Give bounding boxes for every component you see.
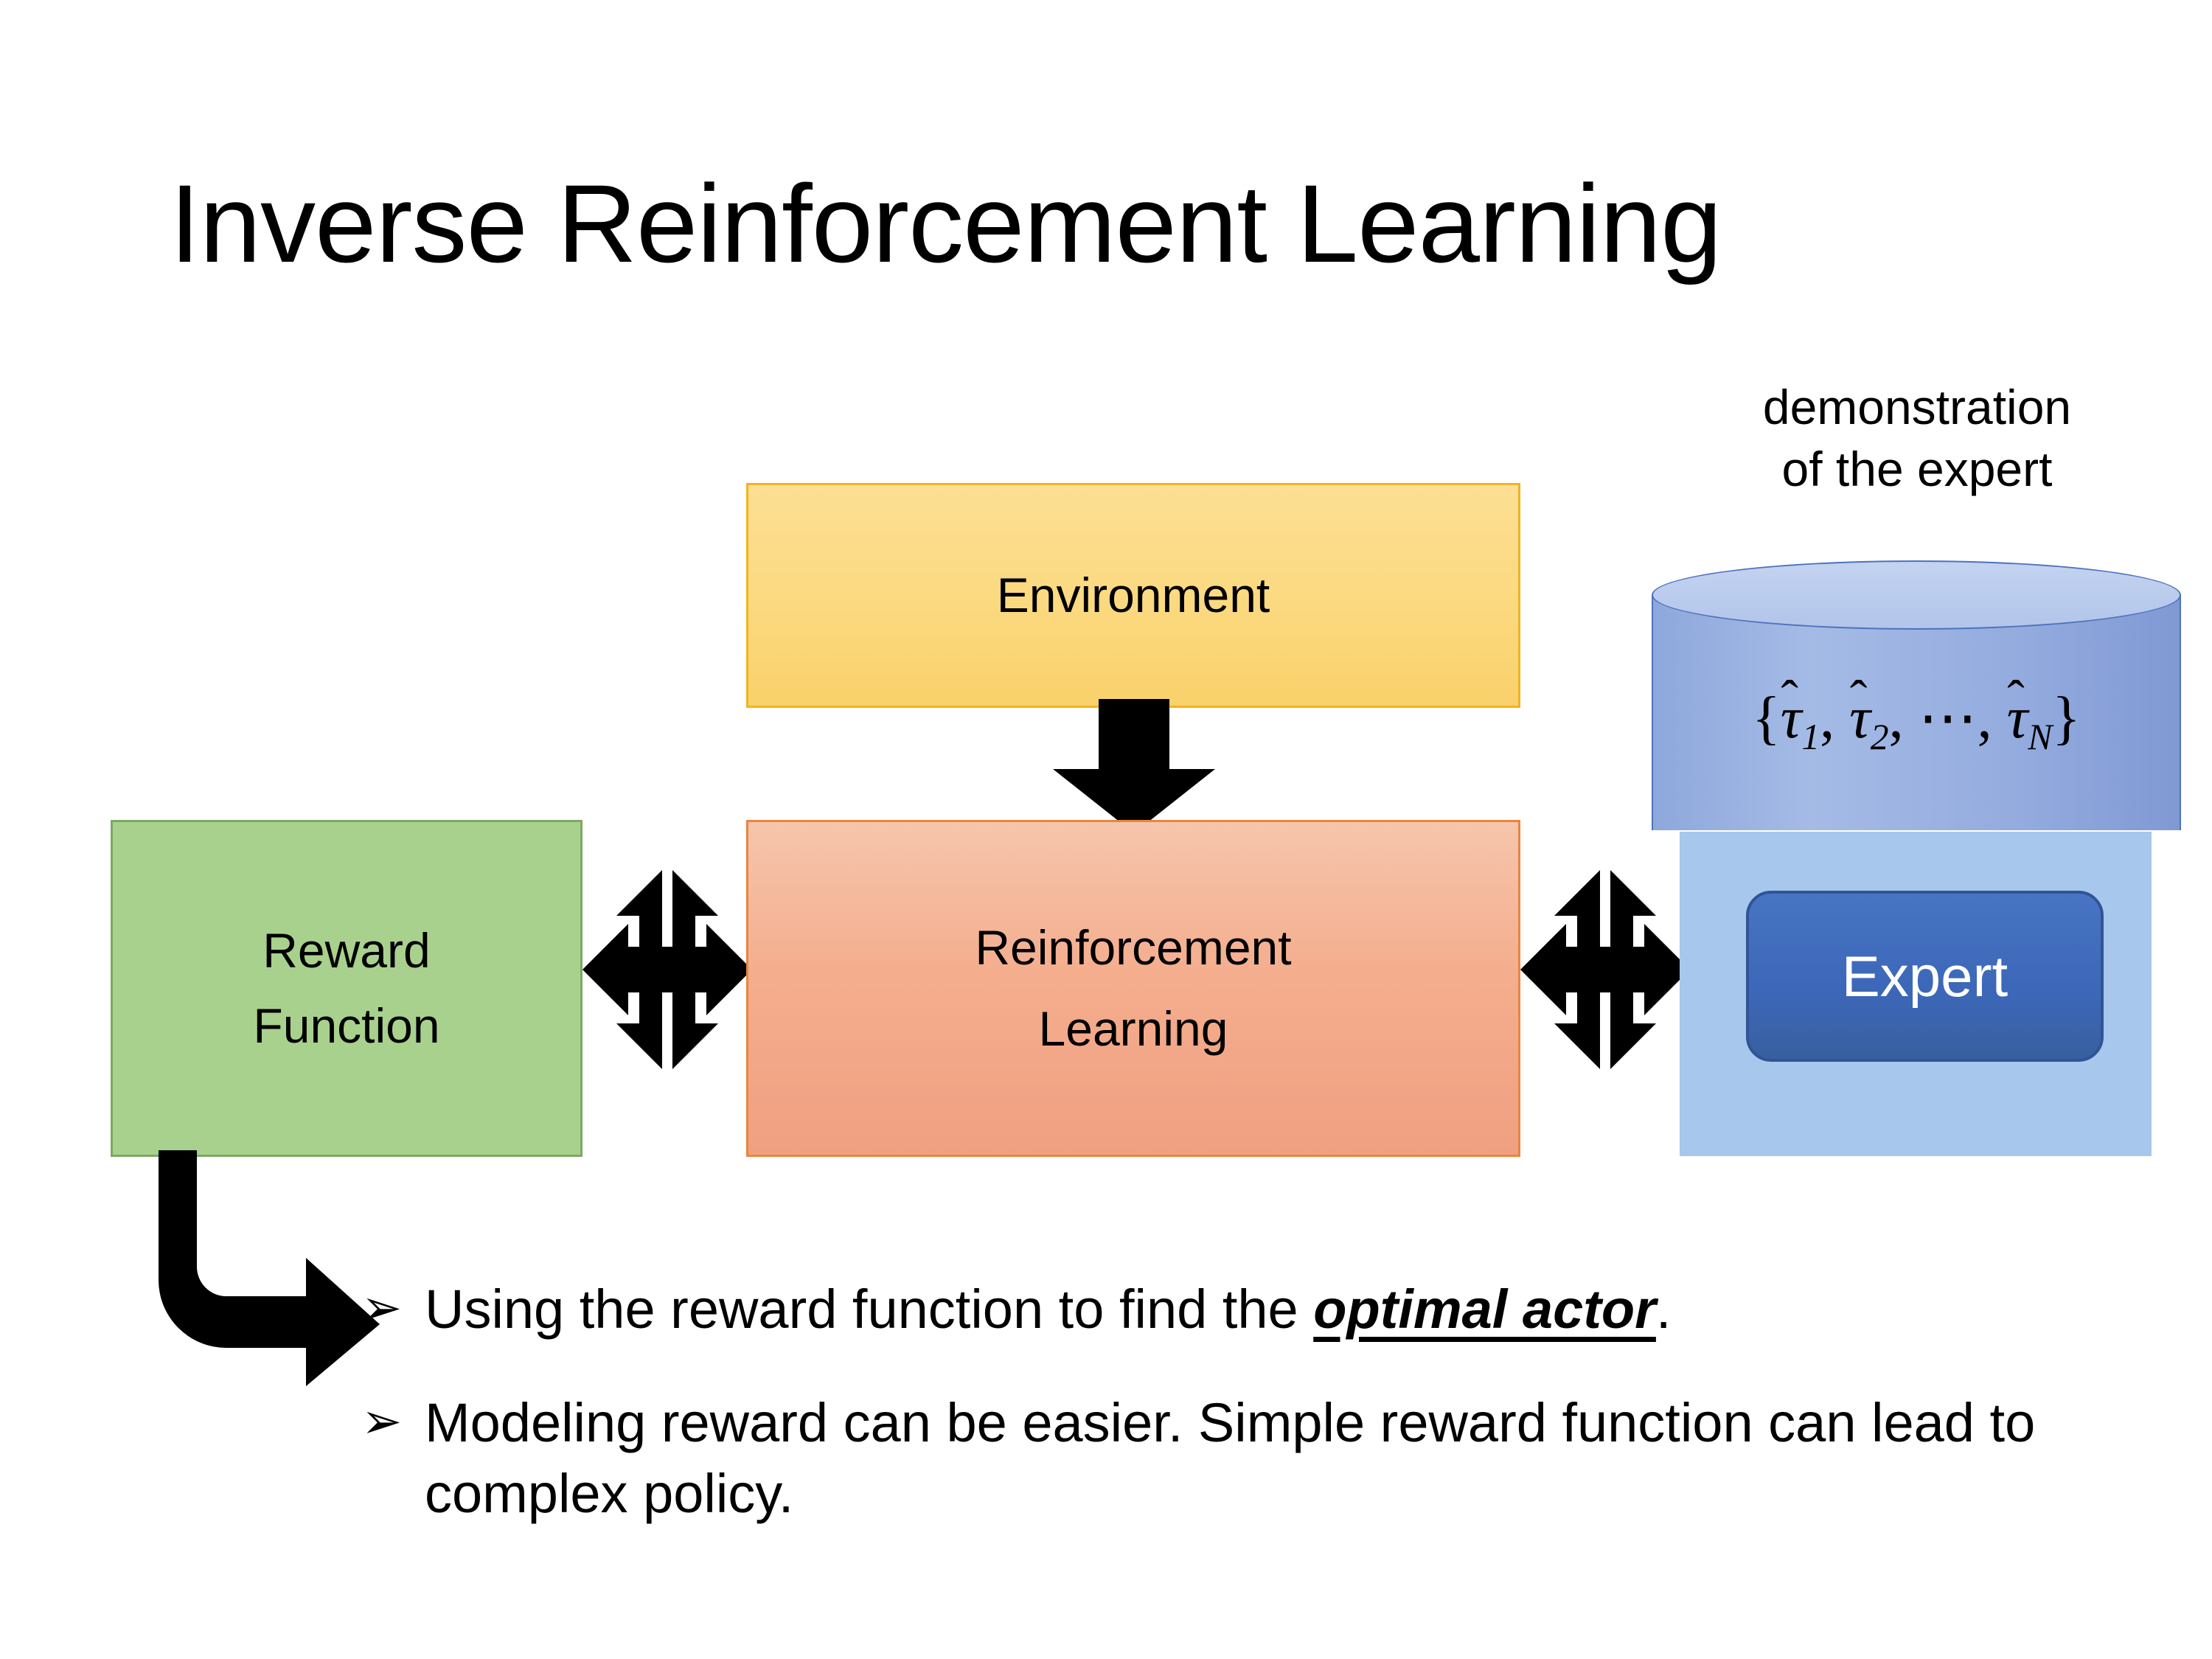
expert-chip: Expert [1746,891,2104,1062]
bullet-1-prefix: Using the reward function to find the [425,1279,1314,1340]
bullet-list: ➢ Using the reward function to find the … [361,1274,2079,1530]
demonstration-caption: demonstration of the expert [1659,376,2175,501]
tau-subscript-2: 2 [1870,716,1889,757]
set-close-brace: } [2052,686,2081,751]
double-headed-compass-arrow-icon-left [582,870,752,1069]
tau-symbol-2: τ [1849,686,1871,751]
cylinder-body [1652,594,2181,830]
hat-accent-1: ˆ [1781,669,1798,728]
elbow-arrow-icon [159,1150,380,1386]
tau-subscript-1: 1 [1801,716,1820,757]
bullet-text-1: Using the reward function to find the op… [425,1274,2079,1345]
reward-function-label-line1: Reward [262,923,431,978]
list-item: ➢ Using the reward function to find the … [361,1274,2079,1345]
ellipsis-symbol: ⋯ [1918,686,1978,751]
comma-1: , [1820,686,1835,751]
tau-symbol-1: τ [1780,686,1802,751]
hat-accent-2: ˆ [1849,669,1868,728]
cylinder-top-ellipse [1652,560,2181,630]
reinforcement-learning-label-line1: Reinforcement [975,920,1292,975]
expert-chip-label: Expert [1841,943,2008,1009]
bullet-arrow-icon: ➢ [361,1394,403,1449]
environment-box: Environment [746,483,1520,708]
demonstration-caption-line1: demonstration [1762,380,2072,434]
bullet-arrow-icon: ➢ [361,1280,403,1335]
page-title: Inverse Reinforcement Learning [170,161,1722,285]
tau-subscript-n: N [2028,716,2053,757]
bullet-2-prefix: Modeling reward can be easier. Simple re… [425,1392,2036,1525]
reinforcement-learning-label-line2: Learning [1038,1001,1228,1056]
environment-box-label: Environment [996,567,1270,622]
set-open-brace: { [1752,686,1781,751]
reward-function-box: Reward Function [111,820,582,1157]
double-headed-compass-arrow-icon-right [1520,870,1690,1069]
reinforcement-learning-box: Reinforcement Learning [746,820,1520,1157]
comma-2: , [1888,686,1904,751]
tau-symbol-n: τ [2006,686,2028,751]
bullet-1-emphasis: optimal actor [1313,1279,1656,1340]
down-arrow-icon [1053,699,1215,833]
reward-function-label-line2: Function [253,998,440,1053]
demonstration-caption-line2: of the expert [1781,442,2053,497]
bullet-text-2: Modeling reward can be easier. Simple re… [425,1388,2079,1529]
hat-accent-n: ˆ [2007,669,2025,728]
bullet-1-suffix: . [1655,1279,1672,1340]
comma-3: , [1977,686,1992,751]
list-item: ➢ Modeling reward can be easier. Simple … [361,1388,2079,1529]
